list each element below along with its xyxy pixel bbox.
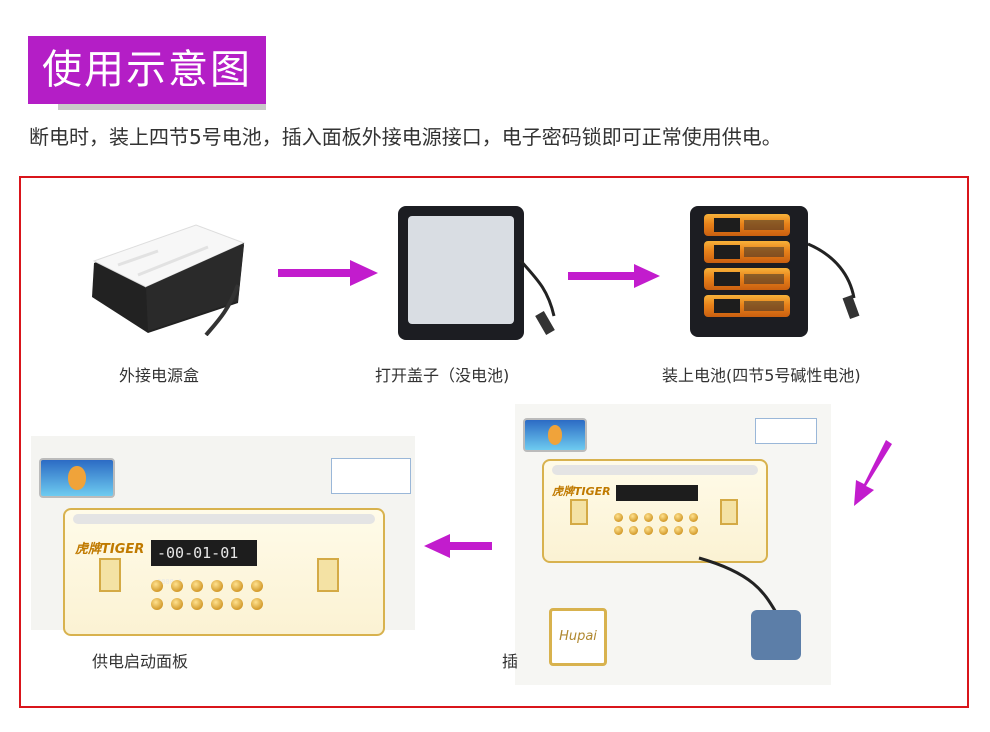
step-caption-open-box: 打开盖子（没电池)	[375, 366, 510, 385]
panel-brand-label: 虎牌TIGER	[75, 542, 145, 557]
keypad-buttons	[151, 580, 263, 610]
step-caption-power-box: 外接电源盒	[119, 366, 200, 385]
cable-plug-icon	[518, 258, 556, 336]
brand-logo-icon	[523, 418, 587, 452]
safe-door-with-plug-image: 虎牌TIGER Hupai	[515, 404, 831, 685]
hupai-badge: Hupai	[549, 608, 607, 666]
diagonal-arrow-icon	[854, 440, 892, 506]
instruction-text: 断电时，装上四节5号电池，插入面板外接电源接口，电子密码锁即可正常使用供电。	[29, 125, 782, 149]
step-caption-batteries: 装上电池(四节5号碱性电池)	[662, 366, 861, 385]
power-box-plugged-image	[698, 556, 801, 660]
keypad-panel: 虎牌TIGER -00-01-01 0000 1	[63, 508, 385, 636]
qr-label-icon	[755, 418, 817, 444]
keypad-buttons	[614, 513, 698, 535]
panel-brand-label: 虎牌TIGER	[552, 485, 611, 498]
lcd-display	[616, 485, 698, 501]
power-box-image	[92, 224, 246, 336]
left-arrow-icon	[424, 534, 492, 558]
right-arrow-icon	[278, 260, 378, 286]
keyhole-slot	[317, 558, 339, 592]
fingerprint-slot	[570, 499, 588, 525]
lcd-small-text: 0000 1	[157, 578, 183, 586]
step-caption-powered: 供电启动面板	[92, 652, 189, 671]
brand-logo-icon	[39, 458, 115, 498]
lcd-display: -00-01-01 0000 1	[151, 540, 257, 586]
fingerprint-slot	[99, 558, 121, 592]
illustration-frame	[19, 176, 969, 708]
safe-powered-panel-image: 虎牌TIGER -00-01-01 0000 1	[31, 436, 415, 636]
right-arrow-icon	[568, 264, 660, 288]
keypad-panel: 虎牌TIGER	[542, 459, 768, 563]
lcd-main-text: -00-01-01	[157, 544, 239, 562]
qr-label-icon	[331, 458, 411, 494]
keyhole-slot	[720, 499, 738, 525]
cable-plug-icon	[807, 242, 860, 320]
battery-box-with-batteries-image	[690, 206, 808, 337]
page-title: 使用示意图	[28, 36, 266, 110]
step-caption-plug: 插	[502, 652, 519, 671]
open-battery-box-image	[398, 206, 524, 340]
